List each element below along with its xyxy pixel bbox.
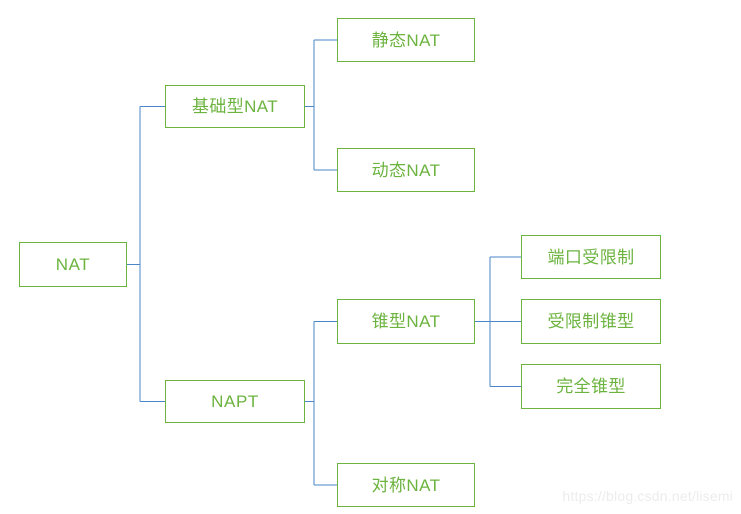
node-label-dynamic_nat: 动态NAT: [371, 160, 441, 180]
connector-group: [127, 39, 521, 486]
node-cone_nat[interactable]: 锥型NAT: [337, 299, 475, 344]
node-nat[interactable]: NAT: [19, 242, 127, 287]
node-dynamic_nat[interactable]: 动态NAT: [337, 148, 475, 192]
node-label-basic_nat: 基础型NAT: [191, 97, 279, 116]
node-label-nat: NAT: [55, 255, 91, 274]
watermark-text: https://blog.csdn.net/lisemi: [562, 488, 733, 504]
node-label-cone_nat: 锥型NAT: [371, 312, 441, 331]
node-port_restricted[interactable]: 端口受限制: [521, 235, 661, 279]
node-label-static_nat: 静态NAT: [371, 30, 441, 50]
node-label-restricted_cone: 受限制锥型: [547, 312, 635, 331]
node-label-napt: NAPT: [211, 392, 259, 411]
node-label-symmetric: 对称NAT: [371, 475, 441, 495]
node-full_cone[interactable]: 完全锥型: [521, 364, 661, 409]
node-label-full_cone: 完全锥型: [556, 377, 626, 396]
node-label-port_restricted: 端口受限制: [547, 247, 635, 267]
node-symmetric[interactable]: 对称NAT: [337, 463, 475, 507]
node-static_nat[interactable]: 静态NAT: [337, 18, 475, 62]
node-basic_nat[interactable]: 基础型NAT: [165, 85, 305, 128]
node-restricted_cone[interactable]: 受限制锥型: [521, 299, 661, 344]
node-napt[interactable]: NAPT: [165, 380, 305, 423]
